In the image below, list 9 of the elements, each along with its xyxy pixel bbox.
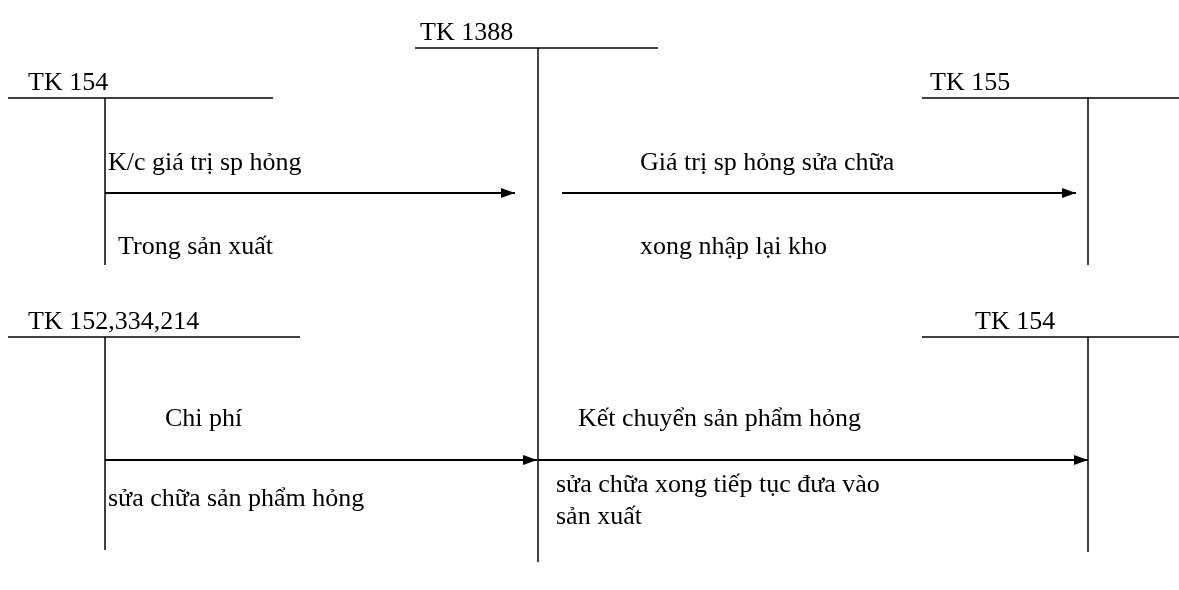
- account-title: TK 152,334,214: [28, 305, 200, 337]
- account-title: TK 155: [930, 66, 1011, 98]
- arrow: [537, 455, 1089, 465]
- arrow: [561, 188, 1077, 198]
- arrow: [104, 188, 516, 198]
- account-title: TK 1388: [420, 16, 514, 48]
- account-title: TK 154: [975, 305, 1056, 337]
- account-title: TK 154: [28, 66, 109, 98]
- arrow: [104, 455, 538, 465]
